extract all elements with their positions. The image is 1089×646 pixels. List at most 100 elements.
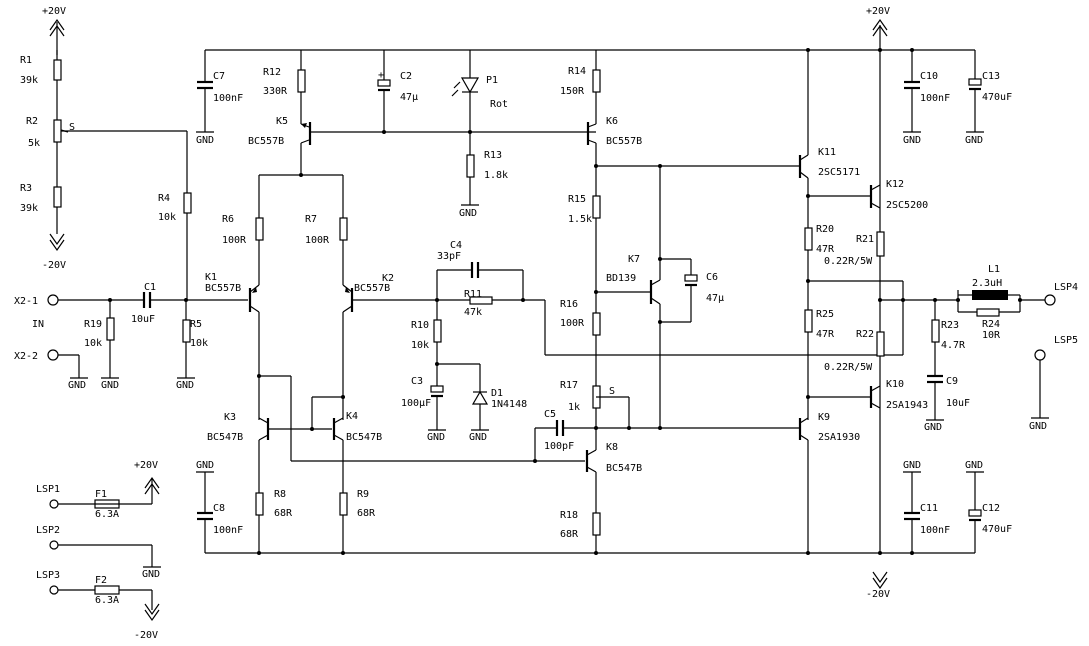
- p1-val: Rot: [490, 99, 508, 110]
- x2-1-terminal[interactable]: [47, 294, 59, 306]
- c4-ref: C4: [450, 240, 462, 251]
- input-bias-divider: R1 39k R2 5k S R3 39k: [20, 50, 187, 234]
- r13-val: 1.8k: [484, 170, 508, 181]
- gnd-lsp2: GND: [142, 569, 160, 580]
- resistor-r25: [804, 309, 813, 333]
- power-entry: LSP1 F1 6.3A +20V LSP2 GND LSP3 F2 6.3A …: [36, 460, 161, 641]
- c1-val: 10uF: [131, 314, 155, 325]
- r11-ref: R11: [464, 289, 482, 300]
- c9-val: 10uF: [946, 398, 970, 409]
- k9-type: 2SA1930: [818, 432, 860, 443]
- c11-val: 100nF: [920, 525, 950, 536]
- c6-val: 47µ: [706, 293, 724, 304]
- output-inductor: L1 2.3uH R24 10R LSP4: [956, 264, 1078, 341]
- r23-ref: R23: [941, 320, 959, 331]
- lsp5-label: LSP5: [1054, 335, 1078, 346]
- resistor-r14: [592, 69, 601, 93]
- resistor-r12: [297, 69, 306, 93]
- input-section: X2-1 IN C1 10uF R19 10k GND R5 10k GND X…: [14, 282, 248, 391]
- lsp5: LSP5 GND: [1029, 335, 1078, 432]
- resistor-r8: [255, 492, 264, 516]
- c8-val: 100nF: [213, 525, 243, 536]
- supply-pos-f1: +20V: [134, 460, 158, 471]
- vas-stage: R14 150R K6 BC557B R15 1.5k K7 BD139 C6 …: [533, 50, 800, 555]
- resistor-r19: [106, 317, 115, 341]
- r15-ref: R15: [568, 194, 586, 205]
- resistor-r20: [804, 227, 813, 251]
- top-right-decoupling: C10 100nF GND C13 470uF GND: [903, 48, 1012, 146]
- x2-2-label: X2-2: [14, 351, 38, 362]
- lsp3-terminal[interactable]: [49, 585, 59, 595]
- k8-type: BC547B: [606, 463, 642, 474]
- c12-ref: C12: [982, 503, 1000, 514]
- resistor-r7: [339, 217, 348, 241]
- gnd-r19: GND: [101, 380, 119, 391]
- r20-ref: R20: [816, 224, 834, 235]
- supply-rails: [205, 25, 975, 554]
- resistor-r9: [339, 492, 348, 516]
- supply-neg-f2: -20V: [134, 630, 158, 641]
- in-label: IN: [32, 319, 44, 330]
- k11-type: 2SC5171: [818, 167, 860, 178]
- x2-2-terminal[interactable]: [47, 349, 59, 361]
- c3-val: 100µF: [401, 398, 431, 409]
- k3-type: BC547B: [207, 432, 243, 443]
- lsp2-terminal[interactable]: [49, 540, 59, 550]
- k8-ref: K8: [606, 442, 618, 453]
- r22-ref: R22: [856, 329, 874, 340]
- k3-ref: K3: [224, 412, 236, 423]
- gnd-c3: GND: [427, 432, 445, 443]
- k2-type: BC557B: [354, 283, 390, 294]
- c10-ref: C10: [920, 71, 938, 82]
- k5-ref: K5: [276, 116, 288, 127]
- supply-neg-label-right: -20V: [866, 589, 890, 600]
- resistor-r13: [466, 154, 475, 178]
- r2-ref: R2: [26, 116, 38, 127]
- gnd-r5: GND: [176, 380, 194, 391]
- r11-val: 47k: [464, 307, 482, 318]
- r20-val: 47R: [816, 244, 835, 255]
- r10-ref: R10: [411, 320, 429, 331]
- gnd-c12: GND: [965, 460, 983, 471]
- r7-ref: R7: [305, 214, 317, 225]
- lsp4-label: LSP4: [1054, 282, 1078, 293]
- r9-ref: R9: [357, 489, 369, 500]
- r14-val: 150R: [560, 86, 585, 97]
- c5-val: 100pF: [544, 441, 574, 452]
- r17-ref: R17: [560, 380, 578, 391]
- r10-val: 10k: [411, 340, 429, 351]
- r9-val: 68R: [357, 508, 376, 519]
- c6-ref: C6: [706, 272, 718, 283]
- r3-val: 39k: [20, 203, 38, 214]
- potentiometer-r2: [53, 119, 62, 143]
- inductor-l1: [972, 290, 1008, 300]
- gnd-c9: GND: [924, 422, 942, 433]
- fuse-f2: [94, 585, 120, 595]
- c9-ref: C9: [946, 376, 958, 387]
- c7-val: 100nF: [213, 93, 243, 104]
- r2-pin: S: [69, 122, 75, 133]
- k4-type: BC547B: [346, 432, 382, 443]
- r17-pin: S: [609, 386, 615, 397]
- r17-val: 1k: [568, 402, 580, 413]
- k5-current-source: K5 BC557B R12 330R: [248, 50, 596, 175]
- resistor-r23: [931, 319, 940, 343]
- d1-ref: D1: [491, 388, 503, 399]
- c10-val: 100nF: [920, 93, 950, 104]
- r14-ref: R14: [568, 66, 586, 77]
- lsp4-terminal[interactable]: [1044, 294, 1056, 306]
- lsp5-terminal[interactable]: [1034, 349, 1046, 361]
- gnd-lsp5: GND: [1029, 421, 1047, 432]
- gnd-d1: GND: [469, 432, 487, 443]
- gnd-c11: GND: [903, 460, 921, 471]
- resistor-r1: [53, 59, 62, 81]
- zobel-network: R23 4.7R C9 10uF GND: [924, 300, 970, 433]
- r6-ref: R6: [222, 214, 234, 225]
- lsp1-terminal[interactable]: [49, 499, 59, 509]
- c13-val: 470uF: [982, 92, 1012, 103]
- r23-val: 4.7R: [941, 340, 966, 351]
- k10-type: 2SA1943: [886, 400, 928, 411]
- r16-ref: R16: [560, 299, 578, 310]
- r25-ref: R25: [816, 309, 834, 320]
